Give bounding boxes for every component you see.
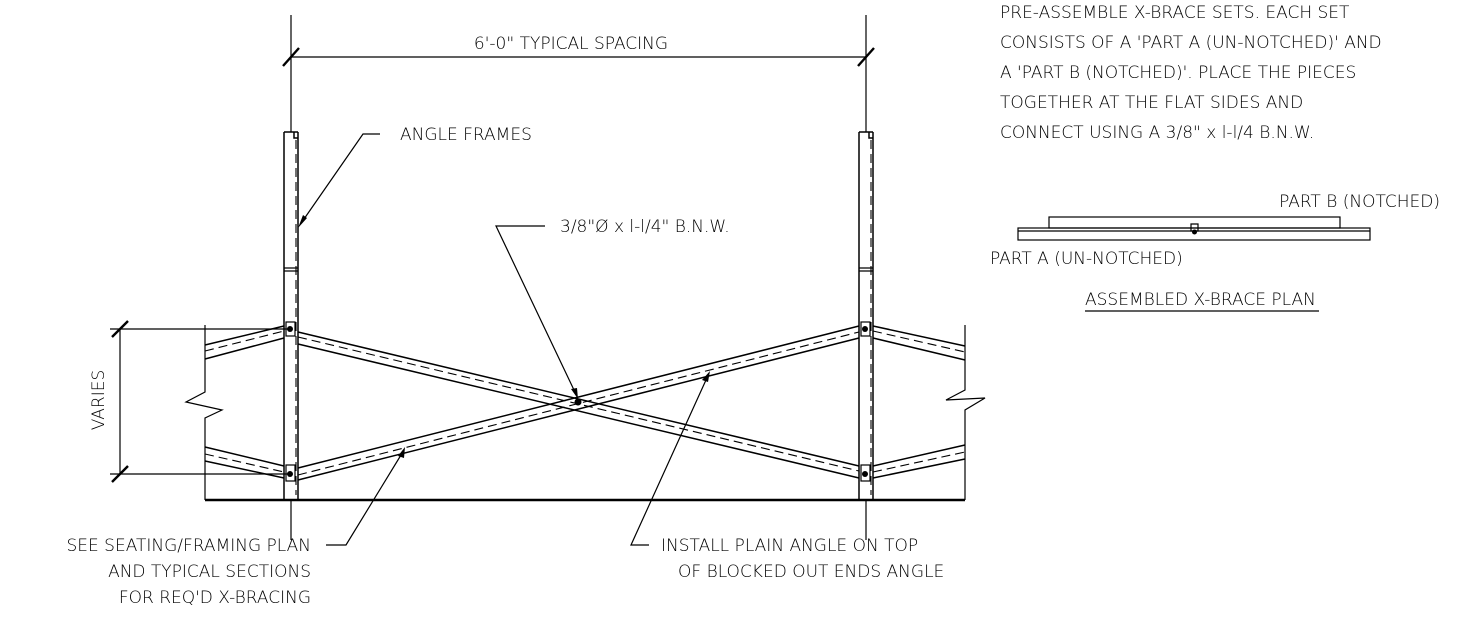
note-line-3: A 'PART B (NOTCHED)'. PLACE THE PIECES	[1000, 63, 1356, 83]
part-b-notched	[1048, 216, 1341, 229]
bolt-point	[862, 326, 868, 332]
note-line-5: CONNECT USING A 3/8" x l-l/4 B.N.W.	[1000, 123, 1314, 143]
assembled-x-brace-plan	[1017, 216, 1371, 241]
install-label-1: INSTALL PLAIN ANGLE ON TOP	[661, 536, 918, 556]
varies-dimension-text: VARIES	[89, 370, 109, 431]
install-label-2: OF BLOCKED OUT ENDS ANGLE	[678, 562, 944, 582]
leader-bolt	[495, 225, 578, 399]
spacing-dimension-text: 6'-0" TYPICAL SPACING	[474, 34, 668, 54]
leader-see-plan	[326, 447, 405, 546]
right-angle-frame	[858, 15, 874, 540]
note-line-2: CONSISTS OF A 'PART A (UN-NOTCHED)' AND	[1000, 33, 1382, 53]
note-line-1: PRE-ASSEMBLE X-BRACE SETS. EACH SET	[1000, 3, 1350, 23]
x-brace-diagonal-2	[297, 325, 860, 481]
see-plan-label-1: SEE SEATING/FRAMING PLAN	[67, 536, 312, 556]
leader-angle-frames	[298, 133, 380, 228]
see-plan-label-2: AND TYPICAL SECTIONS	[108, 562, 311, 582]
part-b-label: PART B (NOTCHED)	[1279, 192, 1440, 212]
bolt-point	[862, 471, 868, 477]
note-line-4: TOGETHER AT THE FLAT SIDES AND	[1000, 93, 1303, 113]
general-note: PRE-ASSEMBLE X-BRACE SETS. EACH SET CONS…	[1000, 3, 1382, 143]
part-a-un-notched	[1017, 227, 1371, 241]
outside-brace-left	[184, 325, 285, 500]
center-bolt	[574, 398, 582, 406]
bolt-label: 3/8"Ø x l-l/4" B.N.W.	[560, 217, 730, 237]
part-a-label: PART A (UN-NOTCHED)	[990, 249, 1183, 269]
left-angle-frame	[283, 15, 299, 540]
see-plan-label-3: FOR REQ'D X-BRACING	[119, 588, 311, 608]
plan-bolt	[1192, 229, 1197, 235]
plan-title: ASSEMBLED X-BRACE PLAN	[1085, 290, 1316, 310]
spacing-dimension	[282, 47, 875, 67]
outside-brace-right	[872, 325, 986, 500]
angle-frames-label: ANGLE FRAMES	[400, 125, 532, 145]
leader-install	[630, 371, 710, 546]
varies-dimension	[110, 320, 291, 483]
